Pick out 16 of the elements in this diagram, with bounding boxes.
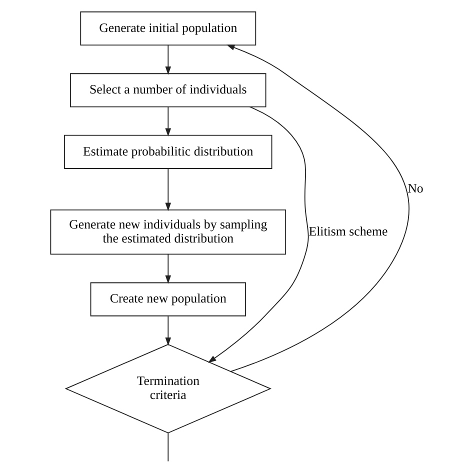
edge-label: No: [408, 182, 424, 196]
arrow: [208, 106, 309, 363]
node-box: Select a number of individuals: [70, 73, 266, 108]
arrow: [165, 44, 172, 75]
arrow: [226, 44, 410, 372]
connector: [168, 432, 169, 462]
node-box: Estimate probabilitic distribution: [64, 134, 272, 169]
node-box: Generate new individuals by sampling the estimated distribution: [50, 210, 286, 255]
node-box: Generate initial population: [80, 11, 256, 46]
node-diamond: Termination criteria: [64, 344, 272, 434]
arrow: [165, 316, 172, 346]
arrow: [165, 254, 172, 284]
edge-label: Elitism scheme: [308, 224, 388, 238]
arrow: [165, 168, 172, 212]
arrow: [165, 106, 172, 137]
node-box: Create new population: [90, 282, 246, 316]
